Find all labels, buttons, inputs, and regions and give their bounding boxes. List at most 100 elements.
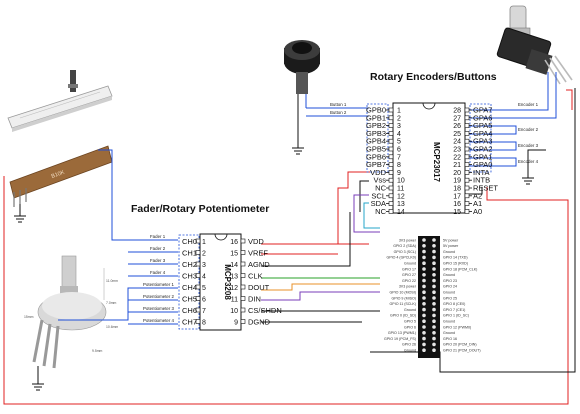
mcp23017-right-pin-pad xyxy=(464,177,470,183)
mcp23017-right-pin-label: GPA6 xyxy=(473,113,492,122)
mcp3208-right-pin-number: 10 xyxy=(230,308,238,315)
mcp3208-right-pin-number: 12 xyxy=(230,285,238,292)
mcp23017-right-pin-label: A2 xyxy=(473,191,482,200)
push-button-image xyxy=(284,40,320,155)
rpi-right-pin-label: GPIO 1 (ID_SC) xyxy=(443,314,469,318)
mcp3208-left-pin-pad xyxy=(195,273,201,278)
mcp23017-right-pin-pad xyxy=(464,123,470,128)
blue-encoder-3-wire xyxy=(470,141,517,151)
fader-label-print: B10K xyxy=(51,170,66,180)
rpi-right-pin-label: Ground xyxy=(443,291,455,295)
mcp23017-left-pin-number: 14 xyxy=(397,209,405,216)
mcp23017-left-pin-pad xyxy=(388,107,394,113)
mcp3208-left-pin-label: CH3 xyxy=(182,272,197,281)
mcp3208-left-pin-label: CH4 xyxy=(182,283,197,292)
mcp3208-name: MCP3208 xyxy=(223,264,232,300)
blue-encoder-4-wire xyxy=(470,157,517,167)
fader-heading: Fader/Rotary Potentiometer xyxy=(131,203,269,215)
blue-fader-wire xyxy=(98,149,178,241)
rpi-pin-dot xyxy=(432,348,436,353)
rotary-heading: Rotary Encoders/Buttons xyxy=(370,71,497,83)
cyan-sda-wire xyxy=(363,202,380,229)
mcp23017-left-pin-number: 6 xyxy=(397,147,401,154)
mcp3208-left-pin-number: 8 xyxy=(202,320,206,327)
mcp3208-right-pin-number: 15 xyxy=(230,251,238,258)
rpi-pin-dot xyxy=(432,331,436,335)
mcp3208-left-pin-label: CH2 xyxy=(182,260,197,269)
rpi-pin-dot xyxy=(422,273,426,277)
mcp3208-left-pin-number: 3 xyxy=(202,262,206,269)
mcp3208-right-pin-label: DOUT xyxy=(248,283,270,292)
rpi-left-pin-label: Ground xyxy=(404,308,416,312)
black-agnd-wire xyxy=(261,212,351,267)
mcp3208-right-pin-label: VDD xyxy=(248,237,264,246)
mcp23017-right-pin-number: 15 xyxy=(453,209,461,216)
blue-encoder-1b-wire xyxy=(470,72,557,119)
pot-dim-5: 9.5mm xyxy=(92,349,103,353)
mcp3208-left-pin-pad xyxy=(195,296,201,301)
mcp23017-right-pin-label: INTB xyxy=(473,176,490,185)
mcp23017-left-pin-label: GPB4 xyxy=(366,137,386,146)
wire-label-fader-2: Fader 2 xyxy=(150,246,166,251)
rpi-left-pin-label: 3V3 power xyxy=(399,238,417,242)
mcp23017-left-pin-pad xyxy=(388,115,394,121)
mcp23017-right-pin-label: GPA4 xyxy=(473,129,492,138)
rpi-pin-dot xyxy=(432,296,436,300)
rpi-right-pin-label: GPIO 18 (PCM_CLK) xyxy=(443,267,477,271)
mcp23017-right-pin-pad xyxy=(464,115,470,121)
mcp3208-left-pin-label: CH6 xyxy=(182,306,197,315)
rpi-pin-dot xyxy=(432,255,436,260)
rpi-pin-dot xyxy=(432,313,436,318)
mcp23017-right-pin-label: RESET xyxy=(473,184,498,193)
rpi-pin-dot xyxy=(422,296,426,300)
mcp23017-right-pin-number: 18 xyxy=(453,186,461,193)
wire-label-fader-1: Fader 1 xyxy=(150,234,166,239)
rpi-pin-dot xyxy=(432,267,436,271)
mcp23017-left-pin-pad xyxy=(388,123,394,128)
orange-dout-wire xyxy=(261,283,380,291)
mcp23017-left-pin-number: 11 xyxy=(397,186,404,193)
mcp23017-right-pin-pad xyxy=(464,107,470,113)
mcp23017-right-pin-label: INTA xyxy=(473,168,490,177)
rpi-pin-dot xyxy=(432,284,436,289)
mcp23017-name: MCP23017 xyxy=(432,142,441,183)
mcp3208-left-pin-number: 5 xyxy=(202,285,206,292)
mcp23017-left-pin-label: VDD xyxy=(370,168,386,177)
mcp23017-right-pin-label: A1 xyxy=(473,199,482,208)
rpi-pin-dot xyxy=(432,307,436,312)
mcp23017-left-pin-label: GPB2 xyxy=(366,121,386,130)
mcp3208-left-pin-pad xyxy=(195,250,201,255)
mcp23017-left-pin-label: GPB6 xyxy=(366,152,386,161)
mcp23017-right-pin-pad xyxy=(464,162,470,167)
red-power-wire xyxy=(3,176,569,405)
mcp3208-right-pin-label: DGND xyxy=(248,318,271,327)
wire-label-pot-1: Potentiometer 1 xyxy=(143,282,175,287)
mcp23017-right-pin-label: GPA7 xyxy=(473,106,492,115)
mcp23017-left-pin-label: GPB7 xyxy=(366,160,386,169)
rpi-pin-dot xyxy=(422,342,426,347)
mcp23017-left-pin-number: 8 xyxy=(397,162,401,169)
rpi-right-pin-label: Ground xyxy=(443,273,455,277)
wire-label-button-2: Button 2 xyxy=(330,110,347,115)
mcp23017-left-pin-pad xyxy=(388,131,394,136)
mcp3208-right-pin-number: 11 xyxy=(231,297,238,304)
pot-dim-4: 15mm xyxy=(24,315,34,319)
mcp23017-left-pin-label: NC xyxy=(375,184,386,193)
mcp23017-right-pin-pad xyxy=(464,185,470,191)
mcp3208-right-pin-label: DIN xyxy=(248,295,261,304)
rpi-left-pin-label: GPIO 13 (PWM1) xyxy=(388,331,416,335)
mcp23017-right-pin-number: 20 xyxy=(453,170,461,177)
rpi-pin-dot xyxy=(432,273,436,277)
mcp3208-left-pin-number: 7 xyxy=(202,308,206,315)
mcp3208-left-pin-number: 2 xyxy=(202,251,206,258)
mcp23017-right-pin-pad xyxy=(464,146,470,152)
mcp23017-left-pin-pad xyxy=(388,170,394,175)
rpi-right-pin-label: Ground xyxy=(443,250,455,254)
rpi-right-pin-label: GPIO 12 (PWM0) xyxy=(443,325,471,329)
mcp23017-right-pin-number: 27 xyxy=(453,115,461,122)
rpi-right-pin-label: Ground xyxy=(443,331,455,335)
